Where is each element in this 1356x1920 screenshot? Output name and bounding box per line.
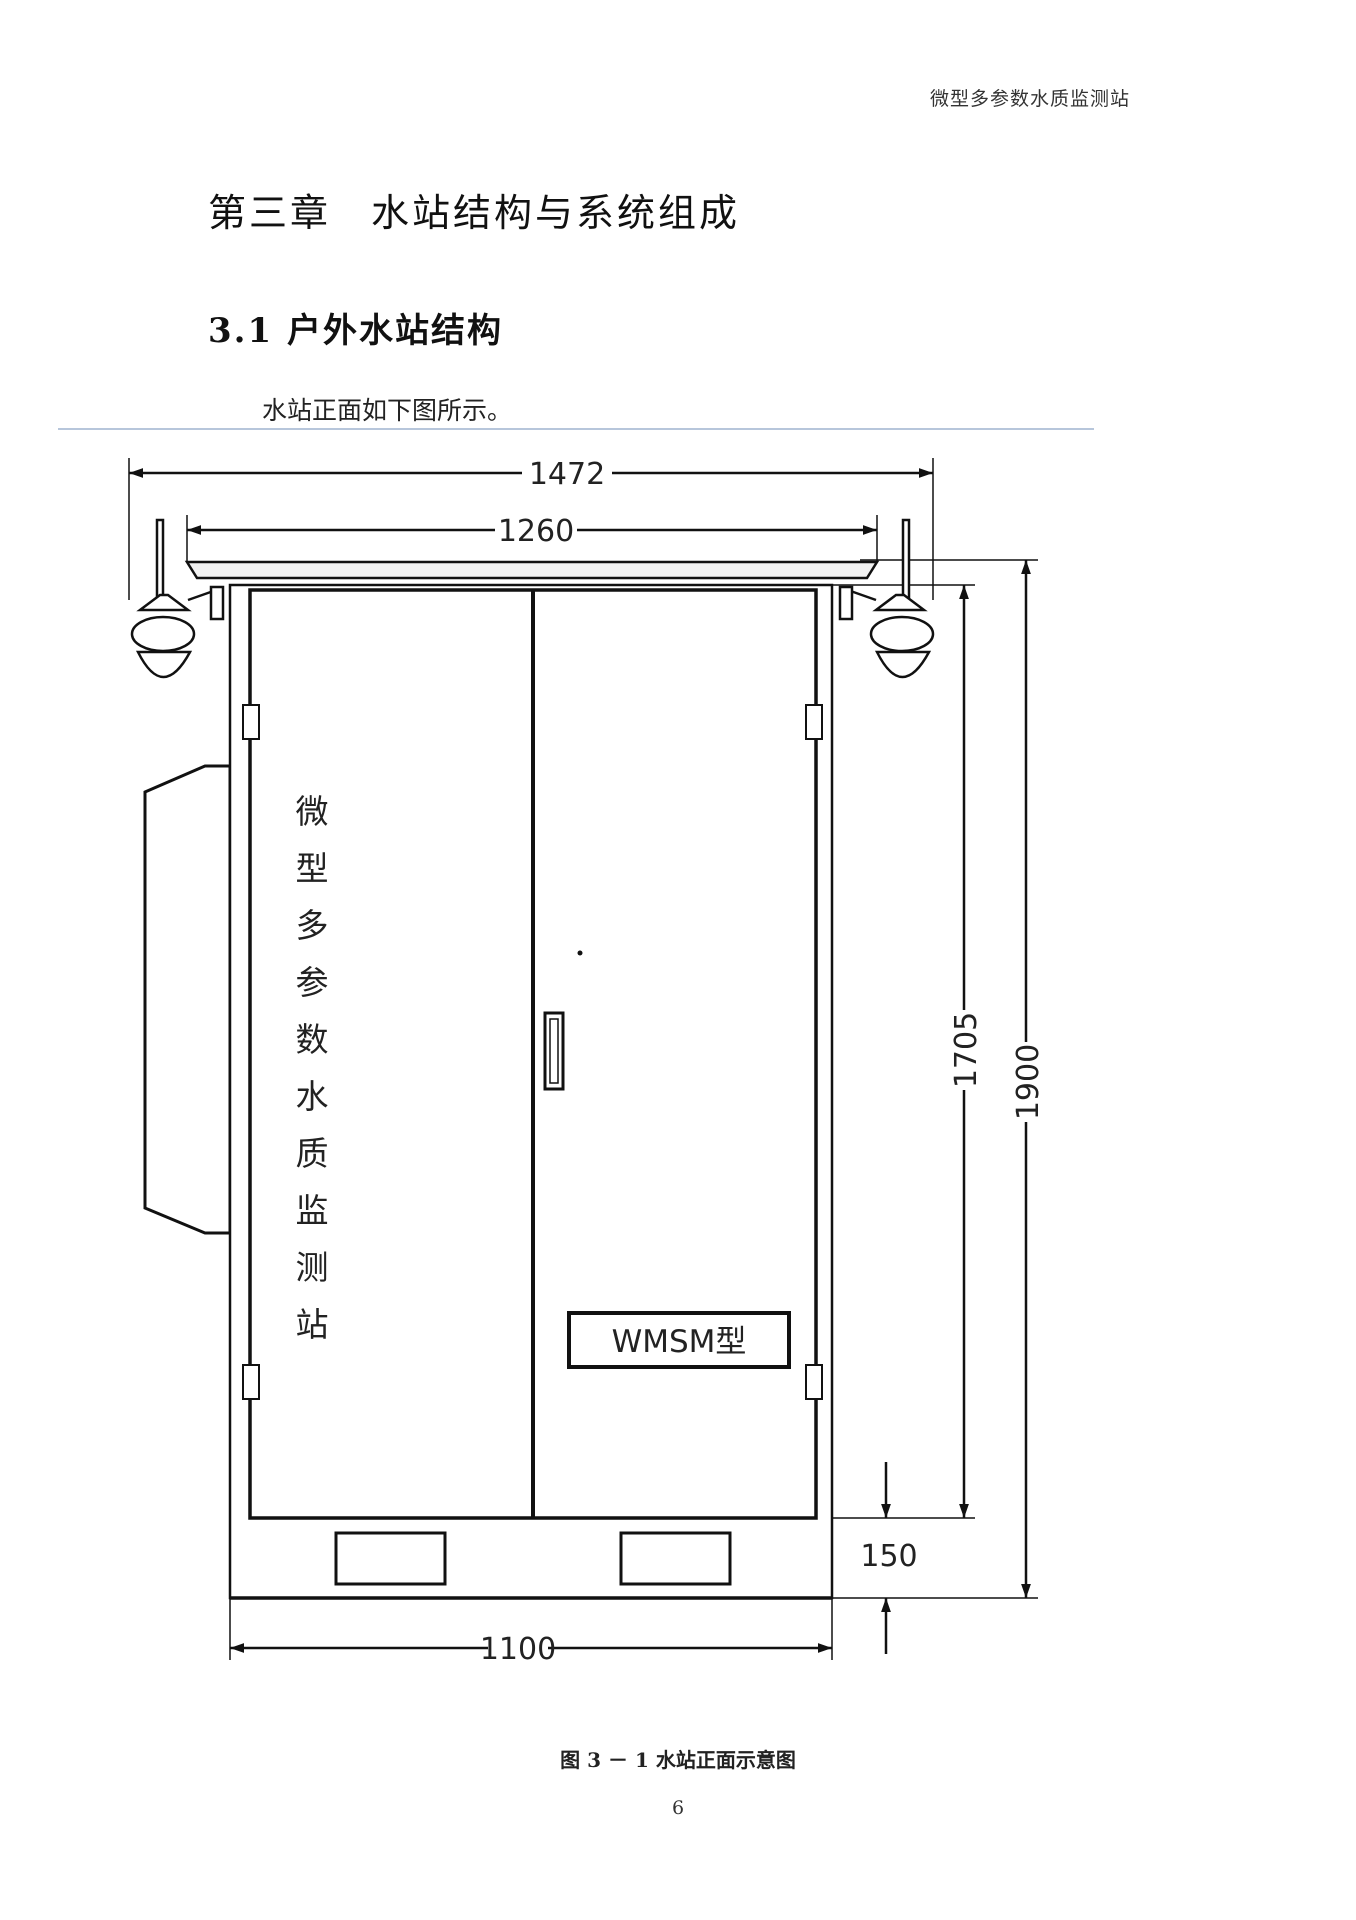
side-char: 微 bbox=[296, 792, 329, 831]
side-char: 监 bbox=[296, 1191, 329, 1230]
dim-label-body-height: 1705 bbox=[949, 1012, 984, 1088]
chapter-name: 水站结构与系统组成 bbox=[371, 191, 741, 235]
base-vent-left bbox=[334, 1531, 447, 1586]
side-char: 水 bbox=[296, 1077, 329, 1116]
section-number: 3.1 bbox=[208, 311, 274, 351]
dim-label-total-height: 1900 bbox=[1011, 1044, 1046, 1120]
dim-label-total-width: 1472 bbox=[529, 457, 605, 492]
chapter-number: 第三章 bbox=[208, 191, 332, 235]
side-char: 测 bbox=[296, 1248, 329, 1287]
air-conditioner-unit bbox=[143, 764, 232, 1235]
station-front-diagram: 1472 1260 bbox=[128, 457, 1046, 1667]
model-label: WMSM型 bbox=[612, 1324, 747, 1360]
side-char: 站 bbox=[296, 1305, 329, 1344]
door-handle bbox=[543, 1011, 565, 1091]
side-char: 质 bbox=[296, 1134, 329, 1173]
model-nameplate bbox=[567, 1311, 791, 1369]
roof-canopy bbox=[184, 560, 880, 580]
figure-caption: 图 3 － 1 水站正面示意图 bbox=[560, 1748, 796, 1772]
running-header: 微型多参数水质监测站 bbox=[929, 88, 1130, 110]
dim-label-base-height: 150 bbox=[860, 1539, 917, 1574]
side-char: 数 bbox=[296, 1020, 329, 1059]
side-char: 多 bbox=[296, 906, 329, 945]
door-handle-grip bbox=[549, 1018, 559, 1084]
hinge-icon bbox=[242, 704, 823, 1400]
section-name: 户外水站结构 bbox=[287, 311, 503, 351]
camera-right-icon bbox=[838, 585, 935, 679]
station-name-vertical: 微 型 多 参 数 水 质 监 测 站 bbox=[296, 792, 329, 1344]
base-vent-right bbox=[619, 1531, 732, 1586]
camera-left-icon bbox=[130, 585, 225, 679]
side-char: 型 bbox=[296, 849, 329, 888]
chapter-title: 第三章水站结构与系统组成 bbox=[208, 182, 740, 237]
divider-line bbox=[58, 428, 1094, 430]
page-number: 6 bbox=[671, 1797, 685, 1819]
dim-label-roof-width: 1260 bbox=[498, 514, 574, 549]
section-title: 3.1 户外水站结构 bbox=[208, 303, 503, 352]
intro-paragraph: 水站正面如下图所示。 bbox=[262, 396, 513, 425]
dim-label-cabinet-width: 1100 bbox=[480, 1632, 556, 1667]
door-lock-dot bbox=[577, 950, 583, 956]
side-char: 参 bbox=[296, 963, 329, 1002]
